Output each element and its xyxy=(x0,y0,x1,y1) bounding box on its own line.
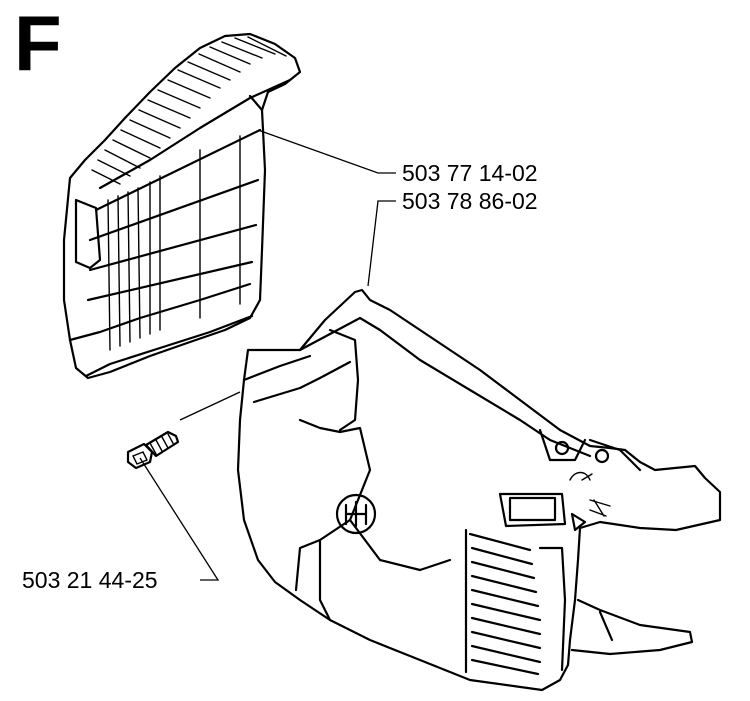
leader-lines xyxy=(139,129,396,581)
cylinder-cover-drawing xyxy=(236,288,722,692)
section-letter: F xyxy=(14,0,62,87)
filter-grille-drawing xyxy=(62,32,302,380)
part-number-label: 503 77 14-02 xyxy=(402,160,538,186)
screw-drawing xyxy=(126,430,180,470)
logo-emblem xyxy=(335,493,377,535)
part-number-label: 503 78 86-02 xyxy=(402,188,538,214)
part-number-label: 503 21 44-25 xyxy=(22,567,158,593)
